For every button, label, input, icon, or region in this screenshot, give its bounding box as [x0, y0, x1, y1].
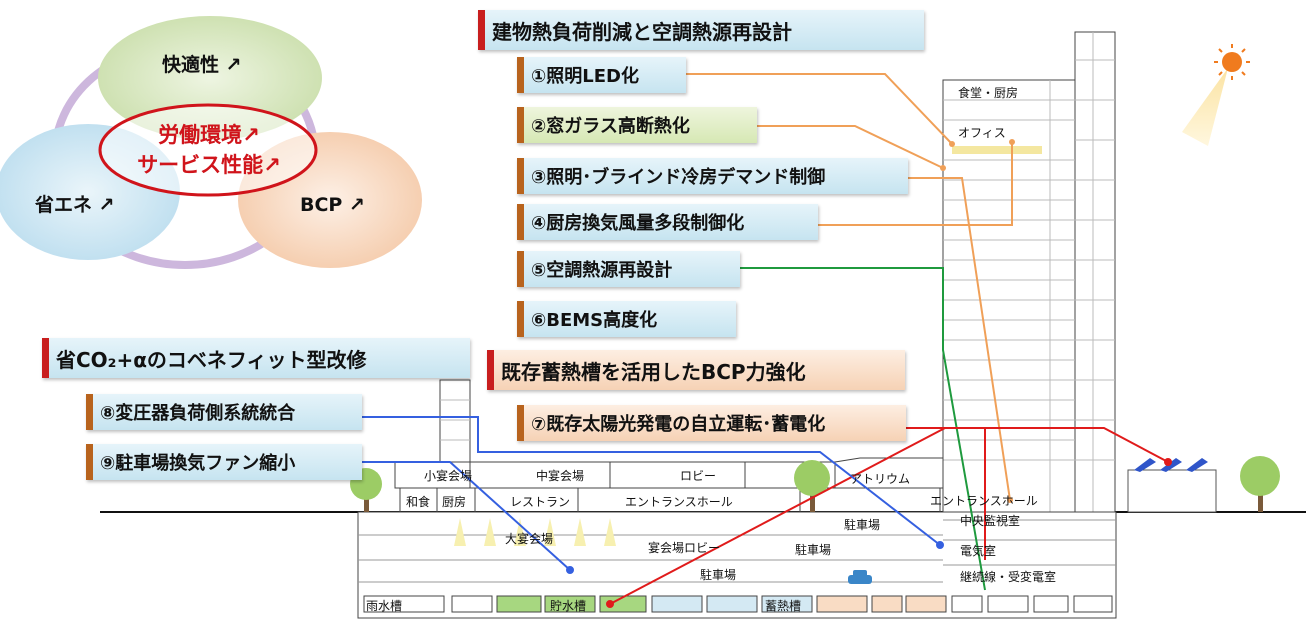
room-substation: 継続線・受変電室: [960, 570, 1057, 584]
header-co2: 省CO₂+αのコベネフィット型改修: [42, 338, 470, 378]
venn-left-label: 省エネ ↗: [35, 194, 115, 216]
venn-top-label: 快適性 ↗: [162, 54, 242, 76]
room-big-banquet: 大宴会場: [505, 532, 554, 546]
blue-connector-lines: [362, 416, 944, 574]
room-office: オフィス: [958, 126, 1006, 140]
venn-top-circle: [98, 16, 322, 140]
measure-7-label: ⑦既存太陽光発電の自立運転･蓄電化: [517, 405, 906, 441]
tree-icon: [350, 456, 1280, 512]
measure-1-label: ①照明LED化: [517, 57, 686, 93]
measure-4-label: ④厨房換気風量多段制御化: [517, 204, 818, 240]
measure-5-label: ⑤空調熱源再設計: [517, 251, 740, 287]
car-icon: [848, 570, 872, 584]
solar-building: [1127, 458, 1217, 513]
room-japanese: 和食: [406, 495, 431, 509]
room-entrance-hall-2: エントランスホール: [930, 494, 1038, 508]
measure-2-label: ②窓ガラス高断熱化: [517, 107, 757, 143]
tank-water: 貯水槽: [550, 599, 587, 613]
room-electric: 電気室: [960, 544, 997, 558]
venn-center-label: 労働環境↗ サービス性能↗: [137, 123, 281, 177]
header-bcp: 既存蓄熱槽を活用したBCP力強化: [487, 350, 905, 390]
red-connector-lines: [606, 427, 1172, 608]
room-lobby: ロビー: [680, 469, 717, 483]
room-small-banquet: 小宴会場: [424, 469, 473, 483]
measure-8-label: ⑧変圧器負荷側系統統合: [86, 394, 362, 430]
measure-6-label: ⑥BEMS高度化: [517, 301, 736, 337]
venn-center-ellipse: [98, 103, 318, 197]
room-kitchen: 厨房: [442, 495, 467, 509]
banquet-lights: [454, 518, 616, 546]
room-banquet-lobby: 宴会場ロビー: [648, 541, 721, 555]
room-mid-banquet: 中宴会場: [536, 469, 585, 483]
tank-thermal: 蓄熱槽: [765, 599, 802, 613]
venn-right-label: BCP ↗: [300, 194, 365, 216]
room-restaurant: レストラン: [510, 495, 571, 509]
room-parking-1: 駐車場: [844, 518, 881, 532]
orange-connector-lines: [686, 73, 1013, 501]
tower: [942, 31, 1116, 593]
room-kitchen-top: 食堂・厨房: [958, 86, 1019, 100]
room-entrance-hall: エントランスホール: [625, 495, 733, 509]
room-parking-3: 駐車場: [700, 568, 737, 582]
room-parking-2: 駐車場: [795, 543, 832, 557]
tank-rain: 雨水槽: [366, 599, 403, 613]
measure-3-label: ③照明･ブラインド冷房デマンド制御: [517, 158, 908, 194]
connector-dots: [940, 139, 1015, 503]
room-atrium: アトリウム: [850, 472, 911, 486]
measure-9-label: ⑨駐車場換気ファン縮小: [86, 444, 362, 480]
header-main: 建物熱負荷削減と空調熱源再設計: [478, 10, 924, 50]
room-central-monitor: 中央監視室: [960, 514, 1021, 528]
sun-icon: [1182, 44, 1250, 146]
green-connector-line: [740, 267, 986, 591]
tanks: [363, 595, 1113, 613]
